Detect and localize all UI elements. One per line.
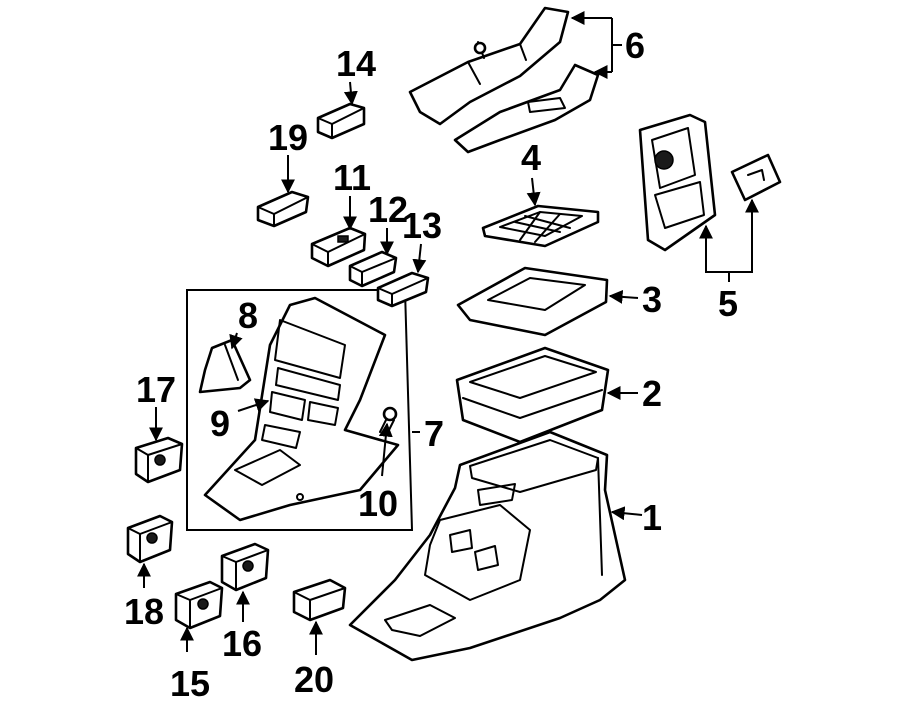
switch-13-part — [376, 271, 430, 308]
rear-bracket-part — [408, 6, 600, 154]
callout-10: 10 — [358, 483, 398, 524]
switch-16-part — [220, 542, 270, 592]
callout-11: 11 — [333, 157, 371, 198]
callout-7: 7 — [424, 413, 444, 454]
callout-4: 4 — [521, 137, 541, 178]
trim-cover-part — [730, 153, 782, 202]
bezel-group-box — [186, 289, 414, 531]
callout-14: 14 — [336, 43, 376, 84]
shift-boot-part — [198, 338, 252, 394]
console-body-part — [348, 430, 627, 662]
callout-2: 2 — [642, 373, 662, 414]
screw-part — [379, 406, 398, 433]
callout-13: 13 — [402, 205, 442, 246]
callout-16: 16 — [222, 623, 262, 664]
callout-18: 18 — [124, 591, 164, 632]
callout-1: 1 — [642, 497, 662, 538]
switch-12-part — [348, 250, 398, 288]
switch-bezel-part — [203, 296, 400, 522]
callout-9: 9 — [210, 403, 230, 444]
callout-19: 19 — [268, 117, 308, 158]
switch-20-part — [292, 578, 347, 622]
switch-11-part — [310, 226, 367, 268]
callout-8: 8 — [238, 295, 258, 336]
switch-17-part — [134, 436, 184, 484]
callout-6: 6 — [625, 25, 645, 66]
callout-12: 12 — [368, 189, 408, 230]
storage-box-part — [455, 346, 610, 444]
leader-lines — [137, 11, 759, 655]
callout-17: 17 — [136, 369, 176, 410]
console-mat-part — [481, 204, 600, 248]
callout-5: 5 — [718, 283, 738, 324]
switch-15-part — [174, 580, 224, 630]
switch-19-part — [256, 190, 310, 228]
switch-18-part — [126, 514, 174, 564]
lid-frame-part — [456, 266, 609, 337]
callout-3: 3 — [642, 279, 662, 320]
callout-20: 20 — [294, 659, 334, 700]
switch-14-part — [316, 102, 366, 140]
callout-15: 15 — [170, 663, 210, 702]
shifter-trim-part — [638, 113, 717, 252]
